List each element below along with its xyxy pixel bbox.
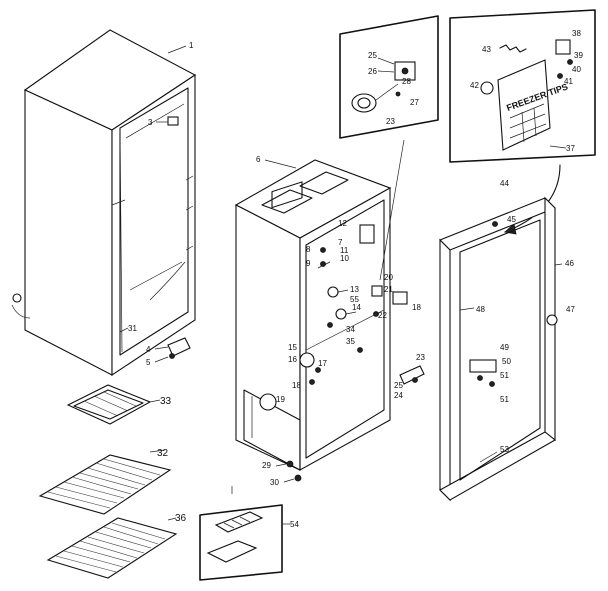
callout-20: 20: [384, 273, 393, 282]
callout-18: 18: [412, 303, 421, 312]
ice-tray: 33: [66, 384, 172, 425]
callout-11: 11: [340, 246, 349, 255]
callout-53: 53: [500, 445, 509, 454]
callout-46: 46: [565, 259, 574, 268]
callout-42: 42: [470, 81, 479, 90]
callout-51: 51: [500, 395, 509, 404]
callout-26: 26: [368, 67, 377, 76]
thermostat-inset: 25 26 27 28 23: [339, 15, 439, 281]
callout-35: 35: [346, 337, 355, 346]
callout-23-inset: 23: [386, 117, 395, 126]
callout-27: 27: [410, 98, 419, 107]
callout-6: 6: [256, 155, 261, 164]
callout-18b: 18: [292, 381, 301, 390]
liner-components: [259, 224, 425, 482]
callout-54: 54: [290, 520, 299, 529]
callout-10: 10: [340, 254, 349, 263]
callout-8: 8: [306, 245, 311, 254]
callout-21: 21: [384, 285, 393, 294]
callout-25: 25: [394, 381, 403, 390]
callout-31: 31: [128, 324, 137, 333]
callout-22: 22: [378, 311, 387, 320]
callout-44: 44: [500, 179, 509, 188]
callout-55: 55: [350, 295, 359, 304]
callout-40: 40: [572, 65, 581, 74]
callout-50: 50: [502, 357, 511, 366]
ice-bin: 54: [199, 486, 299, 581]
callout-25-inset: 25: [368, 51, 377, 60]
callout-49: 49: [500, 343, 509, 352]
callout-47: 47: [566, 305, 575, 314]
callout-7: 7: [338, 238, 343, 247]
callout-23: 23: [416, 353, 425, 362]
callout-28: 28: [402, 77, 411, 86]
callout-36: 36: [175, 513, 187, 524]
callout-38: 38: [572, 29, 581, 38]
callout-19: 19: [276, 395, 285, 404]
callout-16: 16: [288, 355, 297, 364]
cabinet-shell: [11, 29, 197, 377]
callout-41: 41: [564, 77, 573, 86]
callout-1: 1: [189, 41, 194, 50]
callout-9: 9: [306, 259, 311, 268]
callout-4: 4: [146, 345, 151, 354]
callout-43: 43: [482, 45, 491, 54]
callout-3: 3: [148, 118, 153, 127]
callout-34: 34: [346, 325, 355, 334]
callout-32: 32: [157, 448, 169, 459]
callout-29: 29: [262, 461, 271, 470]
callout-37: 37: [566, 144, 575, 153]
callout-48: 48: [476, 305, 485, 314]
wire-shelf-lower: 36: [46, 513, 187, 579]
callout-labels-center: 6 12 7 11 10 8 9 13 55 14 34 35 20 21 22…: [256, 155, 425, 487]
callout-12: 12: [338, 219, 347, 228]
callout-17: 17: [318, 359, 327, 368]
callout-15: 15: [288, 343, 297, 352]
callout-24: 24: [394, 391, 403, 400]
callout-labels-left: 1 3 31 4 5: [119, 41, 194, 367]
callout-5: 5: [146, 358, 151, 367]
door-assembly: 44 45 46 47 48 49 50 51 51 53: [439, 179, 575, 502]
callout-45: 45: [507, 215, 516, 224]
cabinet-liner: [234, 159, 392, 471]
callout-51-top: 51: [500, 371, 509, 380]
freezer-tips-inset: FREEZER TIPS 43 42 38 39 40 41 37: [449, 9, 596, 235]
callout-30: 30: [270, 478, 279, 487]
wire-shelf-upper: 32: [38, 448, 172, 515]
callout-33: 33: [160, 396, 172, 407]
callout-39: 39: [574, 51, 583, 60]
callout-13: 13: [350, 285, 359, 294]
callout-14: 14: [352, 303, 361, 312]
